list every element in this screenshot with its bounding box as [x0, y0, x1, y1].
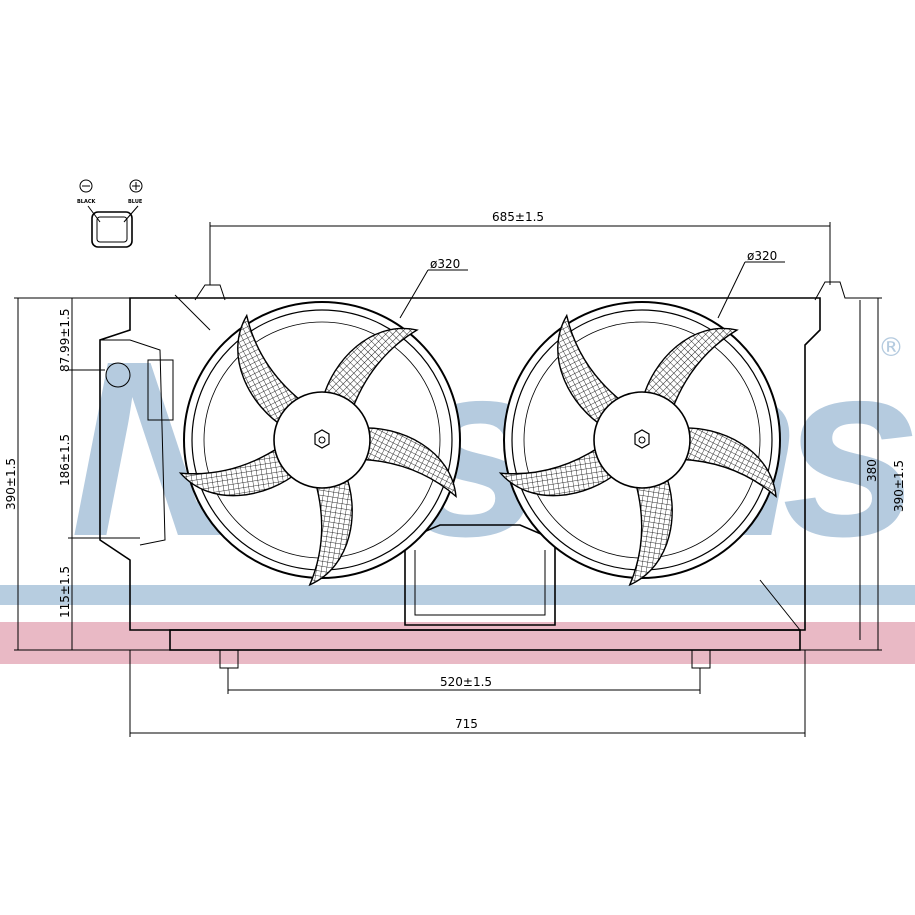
dimension-lines: [14, 222, 882, 737]
plus-terminal-icon: [129, 179, 143, 193]
blue-wire-label: BLUE: [128, 199, 143, 205]
shroud: [99, 281, 858, 669]
dim-top-width: 685±1.5: [492, 210, 544, 224]
dim-bottom-mount-width: 520±1.5: [440, 675, 492, 689]
dim-left-total-height: 390±1.5: [4, 458, 18, 510]
connector-diagram: BLACK BLUE: [77, 179, 143, 248]
left-fan-diameter: ø320: [430, 257, 460, 271]
black-wire-label: BLACK: [77, 199, 97, 205]
dim-right-total-height: 390±1.5: [892, 460, 906, 512]
connector-plug-icon: [91, 211, 133, 248]
dim-left-upper: 87.99±1.5: [58, 309, 72, 373]
registered-mark: ®: [878, 333, 904, 363]
dim-right-inner-height: 380: [865, 459, 879, 482]
watermark-band-pink: [0, 622, 915, 664]
watermark-band-blue: [0, 585, 915, 605]
dim-left-middle: 186±1.5: [58, 434, 72, 486]
right-fan-diameter: ø320: [747, 249, 777, 263]
watermark: Nissens ®: [0, 309, 915, 664]
dim-left-lower: 115±1.5: [58, 566, 72, 618]
dim-bottom-total-width: 715: [455, 717, 478, 731]
minus-terminal-icon: [79, 179, 93, 193]
